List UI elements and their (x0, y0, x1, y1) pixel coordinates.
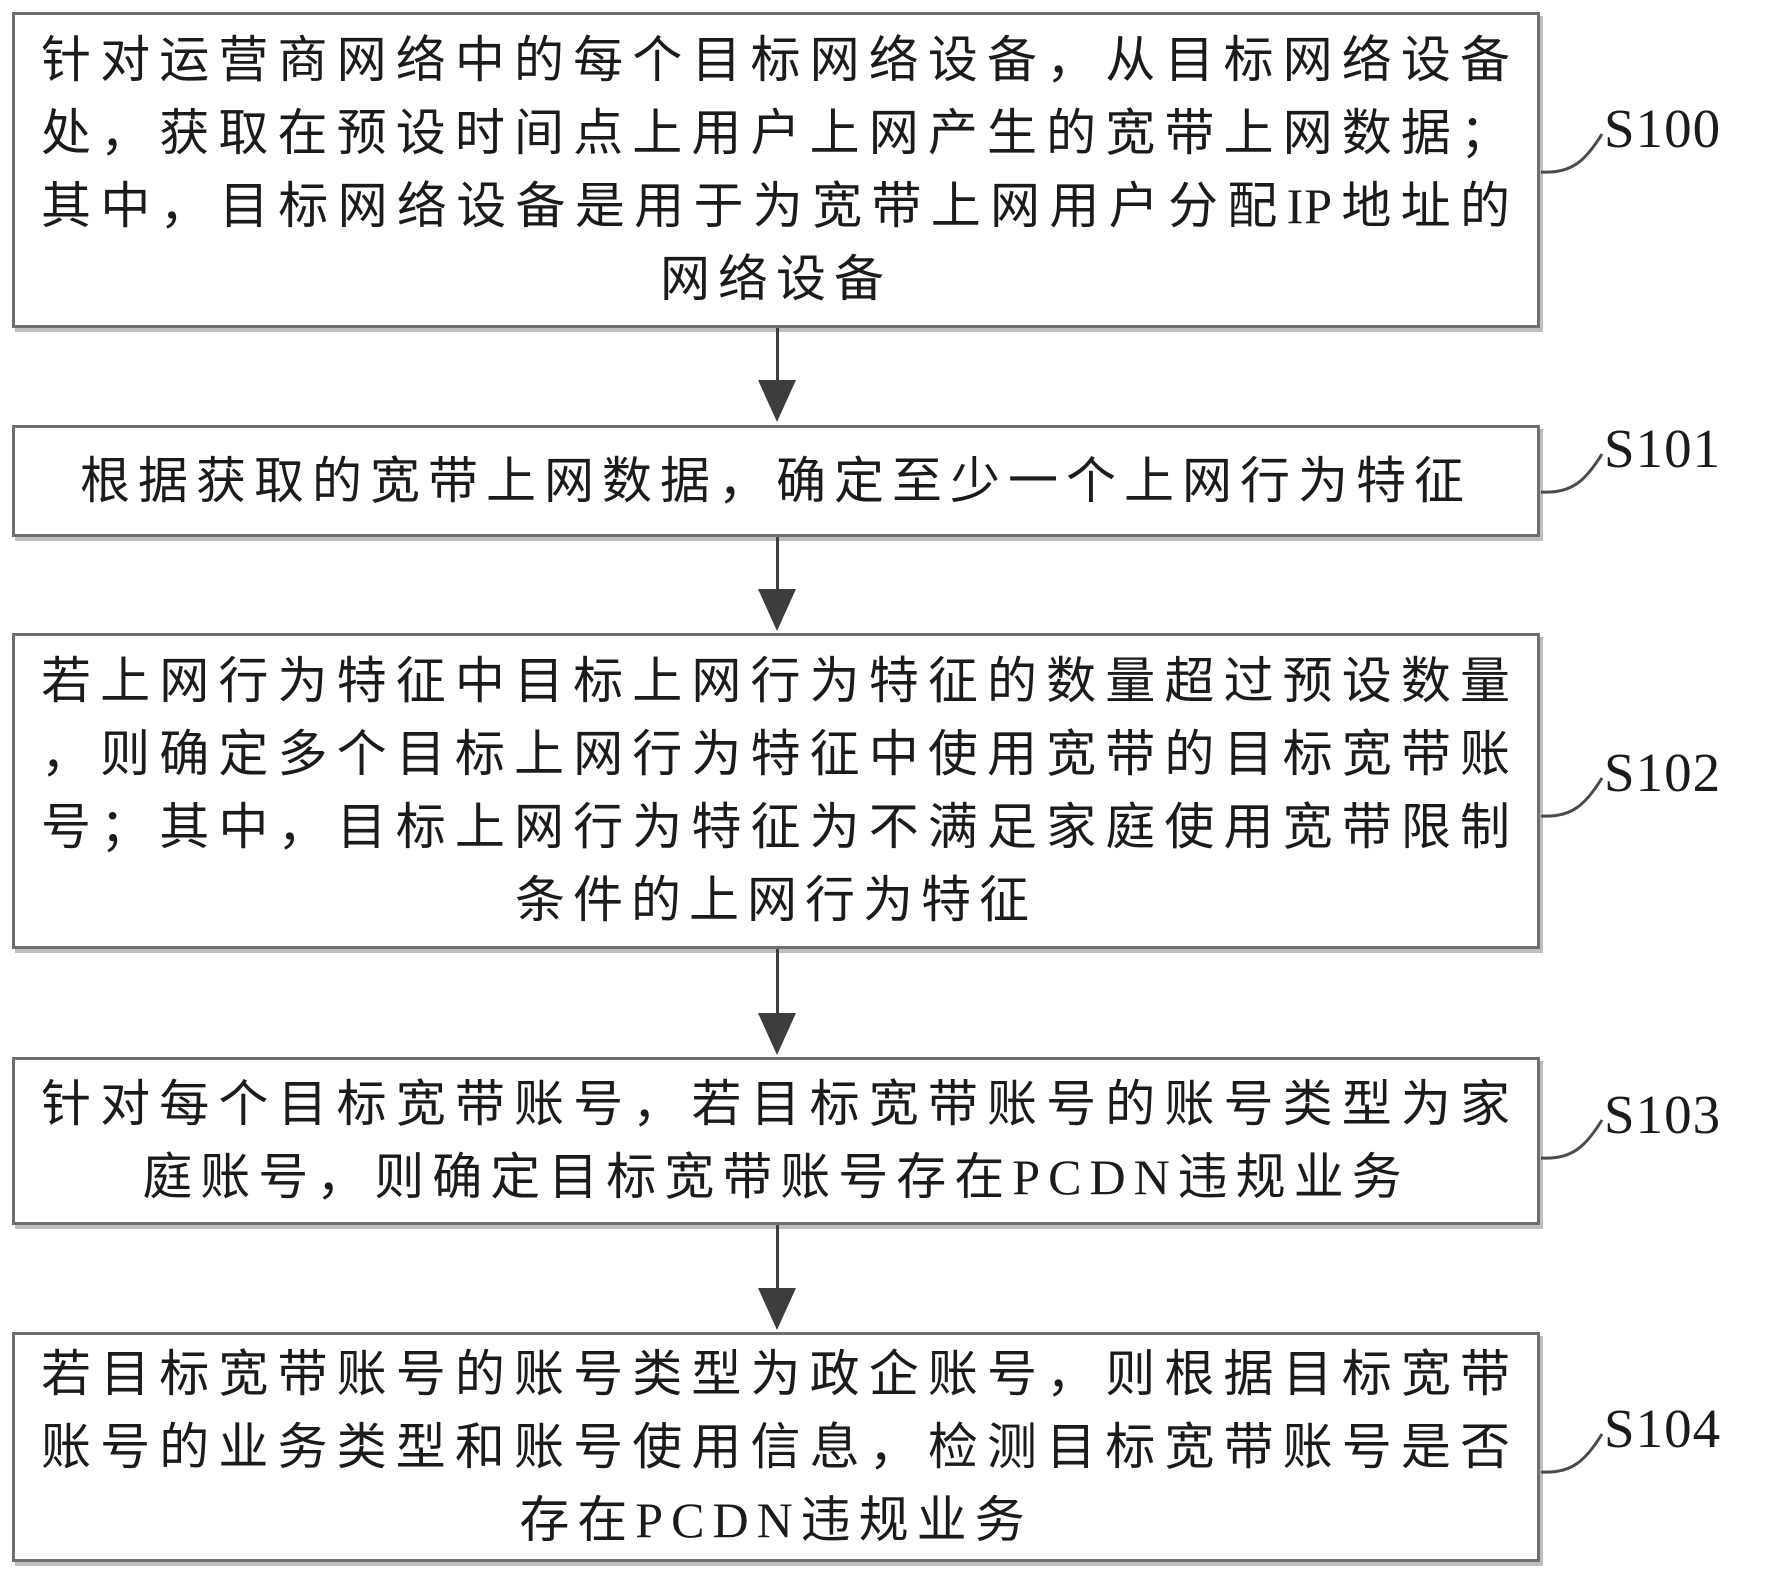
step-box-s103: 针对每个目标宽带账号，若目标宽带账号的账号类型为家 庭账号，则确定目标宽带账号存… (12, 1057, 1540, 1225)
step-text-line: 号；其中，目标上网行为特征为不满足家庭使用宽带限制 (41, 799, 1511, 855)
down-arrow-line (776, 328, 779, 380)
down-arrow-icon (758, 380, 796, 422)
step-label-s103: S103 (1604, 1084, 1722, 1145)
step-text-line: 若目标宽带账号的账号类型为政企账号，则根据目标宽带 (41, 1345, 1511, 1402)
step-label-s100: S100 (1604, 98, 1722, 159)
leader-line (1540, 777, 1604, 818)
leader-line (1540, 1119, 1604, 1160)
step-text-line: 存在PCDN违规业务 (519, 1491, 1033, 1548)
step-label-s101: S101 (1604, 418, 1722, 479)
down-arrow-icon (758, 589, 796, 631)
step-label-s104: S104 (1604, 1398, 1722, 1459)
down-arrow-icon (758, 1288, 796, 1330)
leader-line (1540, 133, 1604, 174)
step-text-line: 庭账号，则确定目标宽带账号存在PCDN违规业务 (142, 1149, 1410, 1205)
step-box-s102: 若上网行为特征中目标上网行为特征的数量超过预设数量 ，则确定多个目标上网行为特征… (12, 633, 1540, 949)
leader-line (1540, 1433, 1604, 1474)
step-label-s102: S102 (1604, 742, 1722, 803)
step-text-line: 网络设备 (660, 251, 892, 307)
step-text-line: 针对运营商网络中的每个目标网络设备，从目标网络设备 (41, 32, 1511, 88)
down-arrow-line (776, 537, 779, 589)
leader-line (1540, 453, 1604, 494)
step-box-s101: 根据获取的宽带上网数据，确定至少一个上网行为特征 (12, 425, 1540, 537)
step-text-line: 条件的上网行为特征 (515, 872, 1037, 928)
step-box-s100: 针对运营商网络中的每个目标网络设备，从目标网络设备 处，获取在预设时间点上用户上… (12, 12, 1540, 328)
step-text-line: ，则确定多个目标上网行为特征中使用宽带的目标宽带账 (41, 726, 1511, 782)
down-arrow-icon (758, 1013, 796, 1055)
step-text-line: 处，获取在预设时间点上用户上网产生的宽带上网数据； (41, 105, 1511, 161)
down-arrow-line (776, 1225, 779, 1288)
step-text-line: 根据获取的宽带上网数据，确定至少一个上网行为特征 (80, 452, 1472, 509)
down-arrow-line (776, 949, 779, 1013)
step-box-s104: 若目标宽带账号的账号类型为政企账号，则根据目标宽带 账号的业务类型和账号使用信息… (12, 1332, 1540, 1562)
step-text-line: 若上网行为特征中目标上网行为特征的数量超过预设数量 (41, 653, 1511, 709)
step-text-line: 账号的业务类型和账号使用信息，检测目标宽带账号是否 (41, 1418, 1511, 1475)
step-text-line: 针对每个目标宽带账号，若目标宽带账号的账号类型为家 (41, 1076, 1511, 1132)
step-text-line: 其中，目标网络设备是用于为宽带上网用户分配IP地址的 (41, 178, 1511, 234)
